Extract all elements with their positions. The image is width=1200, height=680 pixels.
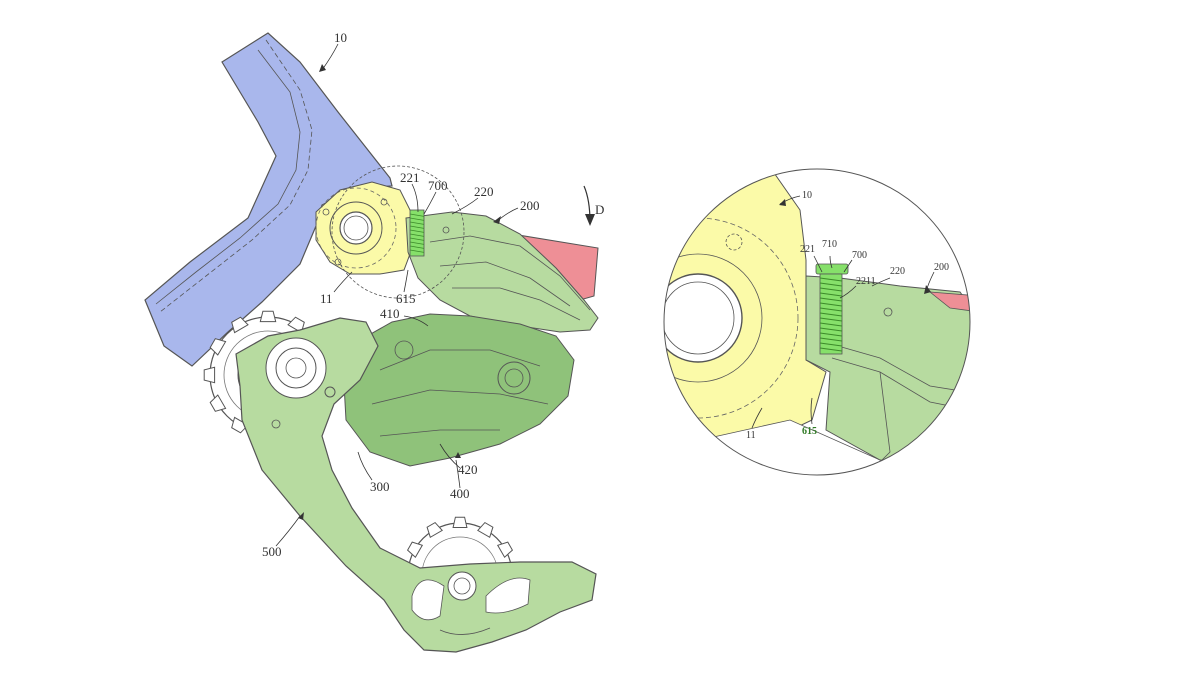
label-body: 400 xyxy=(450,486,470,501)
label-cage: 500 xyxy=(262,544,282,559)
detail-label-bolt: 700 xyxy=(852,250,867,261)
bolt-thread xyxy=(409,237,425,241)
pulley-tooth xyxy=(231,316,249,334)
pulley-tooth xyxy=(259,310,277,323)
detail-label-frame: 10 xyxy=(802,190,812,201)
label-frame-boss: 11 xyxy=(320,291,333,306)
bolt-thread xyxy=(409,221,425,225)
bolt-thread xyxy=(819,317,843,322)
label-body-lower: 420 xyxy=(458,462,478,477)
pulley-tooth xyxy=(406,541,424,558)
bolt xyxy=(409,209,425,257)
bolt-thread xyxy=(409,217,425,221)
bolt-thread xyxy=(819,322,843,327)
label-bracket: 200 xyxy=(520,198,540,213)
bolt-thread xyxy=(819,312,843,317)
label-bolt: 700 xyxy=(428,178,448,193)
label-direction: D xyxy=(595,202,604,217)
detail-label-thread-hole: 2211 xyxy=(856,276,876,287)
bolt-thread xyxy=(819,292,843,297)
detail-label-bolt-head: 710 xyxy=(822,239,837,250)
label-bracket-arm: 220 xyxy=(474,184,494,199)
label-bracket-hole: 221 xyxy=(400,170,420,185)
bolt-thread xyxy=(819,287,843,292)
bolt-thread xyxy=(409,241,425,245)
bolt-thread xyxy=(819,282,843,287)
label-gap-marker: 615 xyxy=(396,291,416,306)
detail-marker-circle xyxy=(331,165,465,299)
bolt-thread xyxy=(409,245,425,249)
detail-label-frame-boss: 11 xyxy=(746,430,756,441)
frame-contour-dashed xyxy=(159,39,313,313)
frame-contour xyxy=(155,49,301,305)
pulley-tooth xyxy=(209,338,227,356)
detail-label-bolt-hole: 221 xyxy=(800,244,815,255)
bolt-thread xyxy=(409,213,425,217)
frame-boss xyxy=(315,181,413,275)
label-base: 300 xyxy=(370,479,390,494)
bolt-thread xyxy=(409,233,425,237)
pulley-tooth xyxy=(452,516,468,528)
pulley-tooth xyxy=(209,394,227,412)
detail-label-gap-marker: 615 xyxy=(802,426,817,437)
derailleur-body xyxy=(343,313,575,467)
cage xyxy=(235,317,597,653)
bolt-thread xyxy=(819,347,843,352)
leader-lines-main xyxy=(275,43,519,547)
frame-body xyxy=(144,32,393,367)
detail-label-bracket: 200 xyxy=(934,262,949,273)
bolt-thread xyxy=(409,249,425,253)
pulley-tooth xyxy=(426,521,443,539)
detail-view xyxy=(663,168,971,476)
bolt-thread xyxy=(819,297,843,302)
bolt-thread xyxy=(819,342,843,347)
pulley-tooth xyxy=(477,521,494,539)
bolt-thread xyxy=(819,327,843,332)
bolt-thread xyxy=(409,225,425,229)
direction-arrowhead xyxy=(585,214,595,226)
pulley-tooth xyxy=(496,541,514,558)
label-frame: 10 xyxy=(334,30,347,45)
pulley-tooth xyxy=(203,366,216,384)
bolt-thread xyxy=(819,277,843,282)
bolt-thread xyxy=(819,337,843,342)
bolt-thread xyxy=(409,229,425,233)
pulley-tooth xyxy=(231,416,249,434)
label-body-top: 410 xyxy=(380,306,400,321)
bolt-thread xyxy=(819,307,843,312)
bolt-thread xyxy=(819,302,843,307)
bolt-thread xyxy=(819,332,843,337)
detail-label-bracket-arm: 220 xyxy=(890,266,905,277)
